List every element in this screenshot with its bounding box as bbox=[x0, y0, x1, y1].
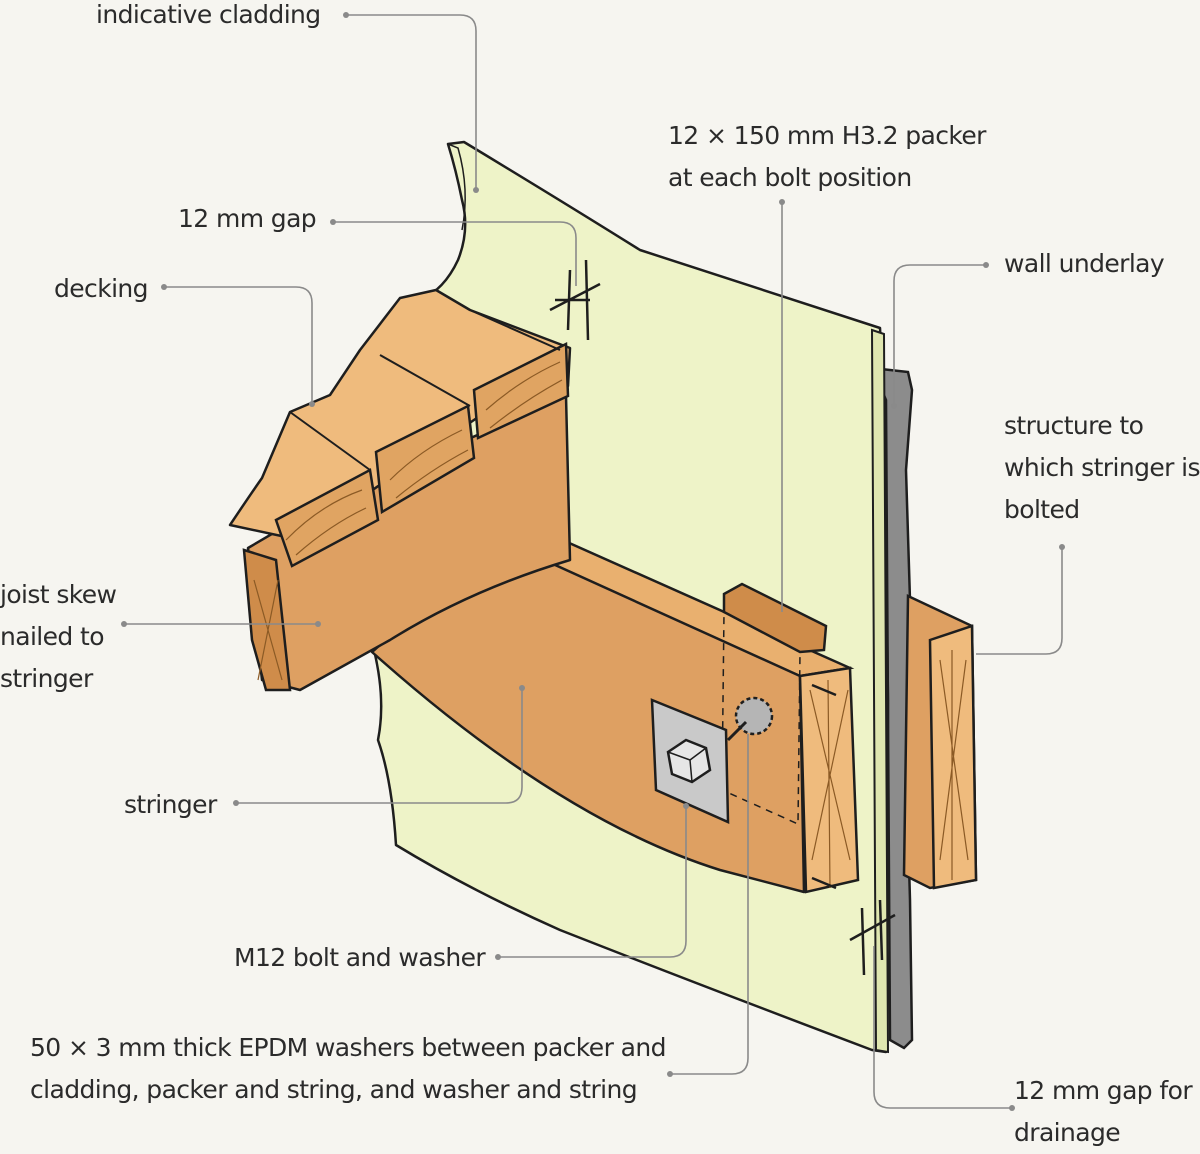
label-stringer: stringer bbox=[124, 790, 217, 819]
label-wall-underlay: wall underlay bbox=[1004, 249, 1165, 278]
label-12mm-gap: 12 mm gap bbox=[178, 204, 317, 233]
label-structure: structure to which stringer is bolted bbox=[1004, 411, 1200, 524]
hex-bolt-icon bbox=[666, 738, 712, 784]
label-bolt-washer: M12 bolt and washer bbox=[234, 943, 486, 972]
label-decking: decking bbox=[54, 274, 149, 303]
label-joist-skew: joist skew nailed to stringer bbox=[0, 580, 117, 693]
label-indicative-cladding: indicative cladding bbox=[96, 0, 321, 29]
label-packer: 12 × 150 mm H3.2 packer at each bolt pos… bbox=[668, 121, 986, 192]
label-epdm-washers: 50 × 3 mm thick EPDM washers between pac… bbox=[30, 1033, 666, 1104]
label-drainage-gap: 12 mm gap for drainage bbox=[1014, 1076, 1193, 1147]
bolt-washer bbox=[650, 698, 730, 824]
packer-block bbox=[721, 582, 828, 826]
leader-lines bbox=[124, 14, 1063, 1109]
decking-and-joist bbox=[228, 288, 572, 692]
structure-block bbox=[902, 594, 978, 890]
leader-dots bbox=[121, 12, 1065, 1111]
